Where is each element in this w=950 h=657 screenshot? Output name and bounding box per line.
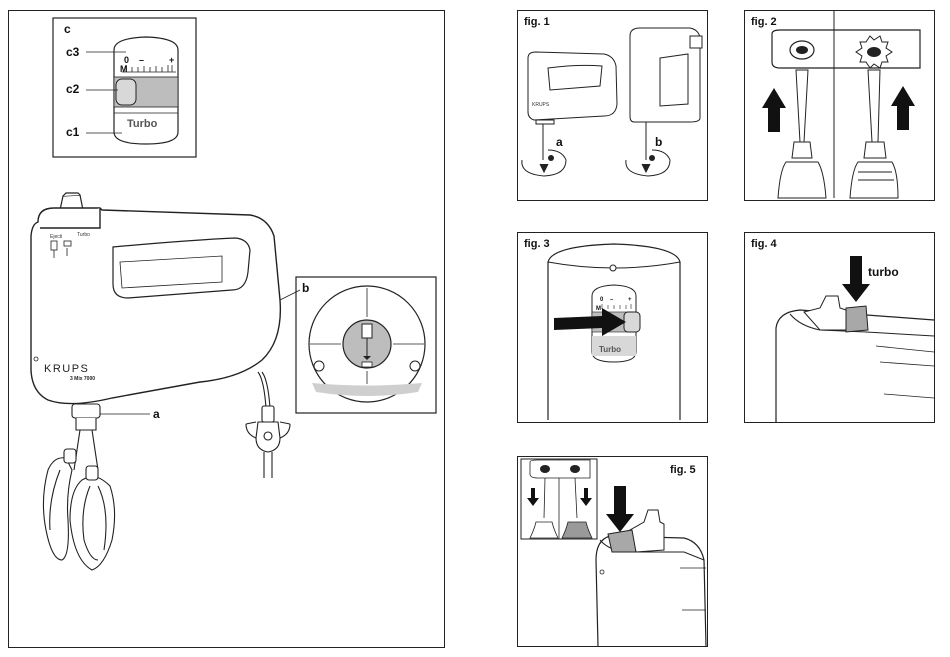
fig-5-eject-button bbox=[608, 530, 636, 552]
fig-5-arrow bbox=[606, 486, 634, 532]
fig-5-label: fig. 5 bbox=[670, 464, 696, 476]
